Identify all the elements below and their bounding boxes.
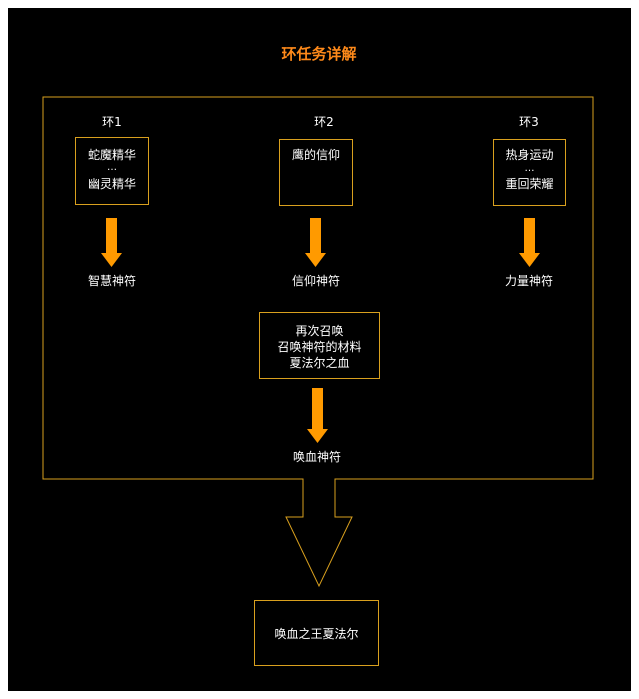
ring1-item-2: …	[107, 162, 117, 173]
ring1-item-1: 蛇魔精华	[87, 148, 136, 162]
ring1-label: 环1	[102, 115, 122, 129]
summon-item-2: 召唤神符的材料	[277, 340, 362, 354]
final-label: 唤血之王夏法尔	[274, 627, 359, 641]
summon-result: 唤血神符	[292, 450, 342, 464]
arrow-summon-icon	[307, 388, 328, 443]
ring3-item-2: …	[524, 163, 535, 174]
ring2-item-1: 鹰的信仰	[291, 148, 340, 162]
final-box: 唤血之王夏法尔	[254, 600, 379, 666]
ring2-box: 鹰的信仰	[279, 139, 353, 206]
arrow-ring2-icon	[305, 218, 326, 267]
ring3-item-1: 热身运动	[505, 148, 554, 162]
outer-frame	[42, 96, 594, 588]
ring1-item-3: 幽灵精华	[87, 177, 136, 191]
page-title: 环任务详解	[281, 45, 357, 63]
ring2-label: 环2	[314, 115, 334, 129]
ring3-box: 热身运动 … 重回荣耀	[493, 139, 566, 206]
connector-layer	[42, 96, 594, 588]
ring3-item-3: 重回荣耀	[505, 177, 554, 191]
summon-item-1: 再次召唤	[295, 324, 344, 338]
arrow-ring1-icon	[101, 218, 122, 267]
ring1-result: 智慧神符	[87, 274, 137, 288]
ring2-result: 信仰神符	[291, 274, 341, 288]
ring1-box: 蛇魔精华 … 幽灵精华	[75, 137, 149, 205]
summon-box: 再次召唤 召唤神符的材料 夏法尔之血	[259, 312, 380, 379]
summon-item-3: 夏法尔之血	[289, 356, 350, 370]
diagram-canvas: 环任务详解 环1 环2 环3 蛇魔精华 … 幽灵精华 鹰的信仰 热身运动 … 重…	[8, 8, 631, 691]
ring3-label: 环3	[519, 115, 539, 129]
ring3-result: 力量神符	[504, 274, 554, 288]
arrow-ring3-icon	[519, 218, 540, 267]
